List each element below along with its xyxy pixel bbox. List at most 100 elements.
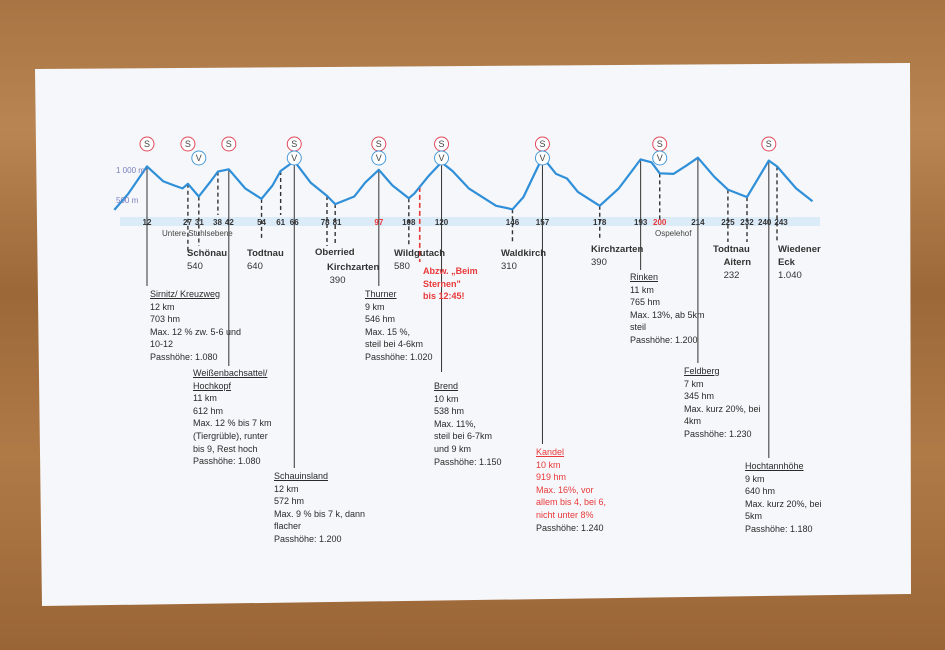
climb-detail: 10 km bbox=[434, 393, 459, 404]
y-tick-500: 500 m bbox=[116, 196, 139, 205]
climb-detail: 612 hm bbox=[193, 405, 224, 416]
v-marker-label: V bbox=[376, 153, 382, 163]
km-tick-label: 157 bbox=[536, 218, 550, 227]
km-tick-label: 78 bbox=[321, 218, 330, 227]
km-axis-band bbox=[120, 217, 820, 226]
climb-detail: 703 hm bbox=[150, 314, 181, 325]
climb-name: Brend bbox=[434, 381, 459, 391]
km-tick-label: 27 bbox=[183, 218, 192, 227]
climb-detail: nicht unter 8% bbox=[536, 509, 594, 520]
km-tick-label: 38 bbox=[213, 218, 222, 227]
km-tick-label: 225 bbox=[721, 218, 735, 227]
climb-detail: 919 hm bbox=[536, 472, 567, 483]
place-oberried: Oberried bbox=[315, 247, 355, 258]
place-kirchzarten-1: Kirchzarten 390 bbox=[327, 262, 380, 286]
climb-detail: 11 km bbox=[193, 393, 217, 404]
climb-detail: 765 hm bbox=[630, 297, 661, 308]
km-tick-label: 42 bbox=[225, 218, 234, 227]
climb-detail: 345 hm bbox=[684, 391, 715, 402]
climb-detail: steil bei 6-7km bbox=[434, 431, 493, 442]
climb-detail: 12 km bbox=[150, 301, 175, 312]
climb-detail: Passhöhe: 1.230 bbox=[684, 428, 752, 439]
elevation-profile-line bbox=[113, 156, 814, 211]
climb-detail: Passhöhe: 1.200 bbox=[274, 533, 342, 544]
climb-detail: und 9 km bbox=[434, 443, 472, 454]
climb-detail: Max. 11%, bbox=[434, 418, 476, 429]
climb-name: Sirnitz/ Kreuzweg bbox=[150, 289, 221, 299]
climb-detail: Max. 9 % bis 7 k, dann bbox=[274, 508, 366, 519]
note-ospelehof: Ospelehof bbox=[655, 229, 692, 238]
climb-detail: 538 hm bbox=[434, 406, 465, 417]
km-tick-label: 214 bbox=[691, 218, 705, 227]
v-marker-circle bbox=[286, 150, 302, 166]
climb-detail: (Tiergrüble), runter bbox=[193, 430, 268, 441]
paper-sheet bbox=[35, 63, 911, 606]
s-marker-label: S bbox=[185, 139, 191, 149]
s-marker-circle bbox=[221, 136, 237, 152]
km-tick-label: 232 bbox=[740, 218, 754, 227]
climb-detail: Max. 15 %, bbox=[365, 326, 411, 337]
climb-detail: Passhöhe: 1.180 bbox=[745, 523, 813, 534]
s-marker-label: S bbox=[657, 139, 663, 149]
km-tick-label: 81 bbox=[333, 218, 342, 227]
climb-detail: 7 km bbox=[684, 378, 704, 389]
climb-name: Kandel bbox=[536, 447, 565, 457]
v-marker-circle bbox=[191, 150, 207, 166]
climb-detail: Passhöhe: 1.020 bbox=[365, 351, 433, 362]
climb-detail: 10 km bbox=[536, 459, 561, 470]
v-marker-label: V bbox=[196, 153, 202, 163]
km-tick-label: 54 bbox=[257, 218, 266, 227]
v-marker-label: V bbox=[657, 153, 663, 163]
climb-detail: 9 km bbox=[745, 473, 765, 484]
km-tick-label: 31 bbox=[195, 218, 204, 227]
climb-detail: 4km bbox=[684, 416, 702, 427]
km-tick-label: 108 bbox=[402, 218, 416, 227]
km-tick-label: 12 bbox=[143, 218, 152, 227]
km-tick-label: 66 bbox=[290, 218, 299, 227]
v-marker-label: V bbox=[539, 153, 545, 163]
s-marker-label: S bbox=[439, 139, 445, 149]
km-tick-label: 240 bbox=[758, 218, 772, 227]
climb-detail: Passhöhe: 1.080 bbox=[193, 456, 261, 467]
climb-detail: Passhöhe: 1.200 bbox=[630, 334, 698, 345]
climb-detail: Passhöhe: 1.240 bbox=[536, 522, 604, 533]
climb-detail: Max. 13%, ab 5km bbox=[630, 309, 705, 320]
climb-detail: 5km bbox=[745, 511, 763, 522]
v-marker-label: V bbox=[291, 153, 297, 163]
note-abzweig-beim-sternen: Abzw. „Beim Sternen" bis 12:45! bbox=[423, 265, 478, 303]
climb-detail: Passhöhe: 1.150 bbox=[434, 456, 502, 467]
km-tick-label: 120 bbox=[435, 218, 449, 227]
climb-detail: flacher bbox=[274, 521, 302, 532]
km-tick-label: 200 bbox=[653, 218, 667, 227]
v-marker-label: V bbox=[439, 153, 445, 163]
climb-name: Thurner bbox=[365, 289, 397, 299]
place-todtnau-aitern: Todtnau Aitern 232 bbox=[713, 244, 752, 281]
y-tick-1000: 1 000 m bbox=[116, 166, 145, 175]
km-tick-label: 146 bbox=[506, 218, 520, 227]
climb-detail: 9 km bbox=[365, 301, 385, 312]
km-tick-label: 193 bbox=[634, 218, 648, 227]
s-marker-label: S bbox=[291, 139, 297, 149]
climb-detail: 12 km bbox=[274, 483, 299, 494]
climb-detail: bis 9, Rest hoch bbox=[193, 443, 258, 454]
abzw-line: bis 12:45! bbox=[423, 291, 465, 302]
s-marker-label: S bbox=[539, 139, 545, 149]
km-tick-label: 178 bbox=[593, 218, 607, 227]
v-marker-circle bbox=[534, 150, 550, 166]
v-marker-circle bbox=[434, 150, 450, 166]
climb-detail: Max. 16%, vor bbox=[536, 484, 594, 495]
climb-name: Weißenbachsattel/ bbox=[193, 368, 268, 378]
climb-name: Schauinsland bbox=[274, 471, 329, 481]
s-marker-circle bbox=[180, 136, 196, 152]
km-tick-label: 97 bbox=[374, 218, 383, 227]
